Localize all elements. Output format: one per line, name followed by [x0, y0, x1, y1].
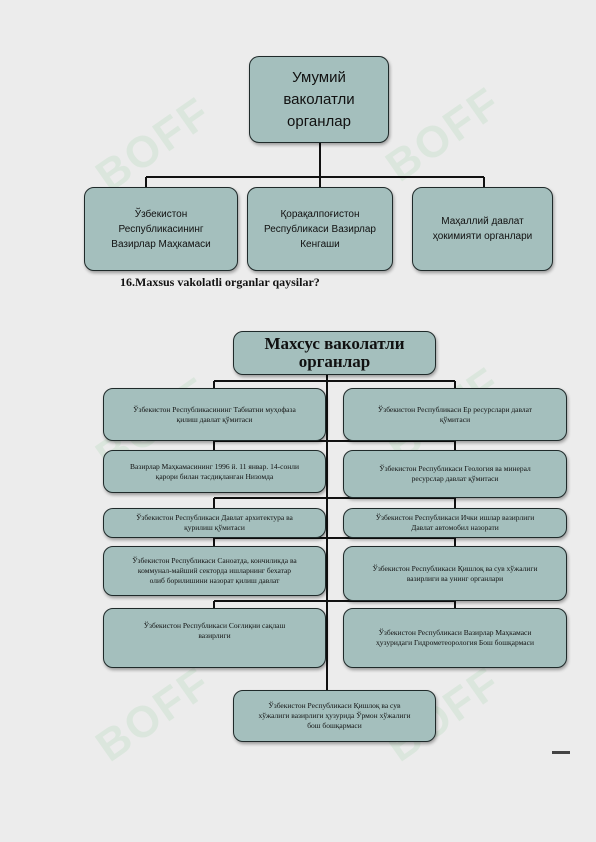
uz-cabinet-box: Ўзбекистон Республикасининг Вазирлар Маҳ…	[84, 187, 238, 271]
bottom-box: Ўзбекистон Республикаси Қишлоқ ва сув хў…	[233, 690, 436, 742]
karakalpak-council-label: Қорақалпоғистон Республикаси Вазирлар Ке…	[263, 208, 376, 250]
uz-cabinet-label: Ўзбекистон Республикасининг Вазирлар Маҳ…	[111, 208, 211, 250]
karakalpak-council-box: Қорақалпоғистон Республикаси Вазирлар Ке…	[247, 187, 393, 271]
special-authority-label: Махсус ваколатли органлар	[264, 334, 405, 371]
general-authority-box: Умумий ваколатли органлар	[249, 56, 389, 143]
left-box-2: Вазирлар Маҳкамасининг 1996 й. 11 январ.…	[103, 450, 326, 493]
right-box-3: Ўзбекистон Республикаси Ички ишлар вазир…	[343, 508, 567, 538]
left-box-3: Ўзбекистон Республикаси Давлат архитекту…	[103, 508, 326, 538]
local-authority-box: Маҳаллий давлат ҳокимияти органлари	[412, 187, 553, 271]
right-box-5: Ўзбекистон Республикаси Вазирлар Маҳкама…	[343, 608, 567, 668]
right-box-1: Ўзбекистон Республикаси Ер ресурслари да…	[343, 388, 567, 441]
question-heading: 16.Maxsus vakolatli organlar qaysilar?	[120, 275, 320, 289]
local-authority-label: Маҳаллий давлат ҳокимияти органлари	[432, 216, 533, 242]
right-box-4: Ўзбекистон Республикаси Қишлоқ ва сув хў…	[343, 546, 567, 601]
left-box-1: Ўзбекистон Республикасининг Табиатни муҳ…	[103, 388, 326, 441]
special-authority-box: Махсус ваколатли органлар	[233, 331, 436, 375]
general-authority-label: Умумий ваколатли органлар	[283, 68, 355, 130]
page-dash-mark	[552, 751, 570, 754]
left-box-5: Ўзбекистон Республикаси Соғлиқни сақлаш …	[103, 608, 326, 668]
right-box-2: Ўзбекистон Республикаси Геология ва мине…	[343, 450, 567, 498]
left-box-4: Ўзбекистон Республикаси Саноатда, кончил…	[103, 546, 326, 596]
